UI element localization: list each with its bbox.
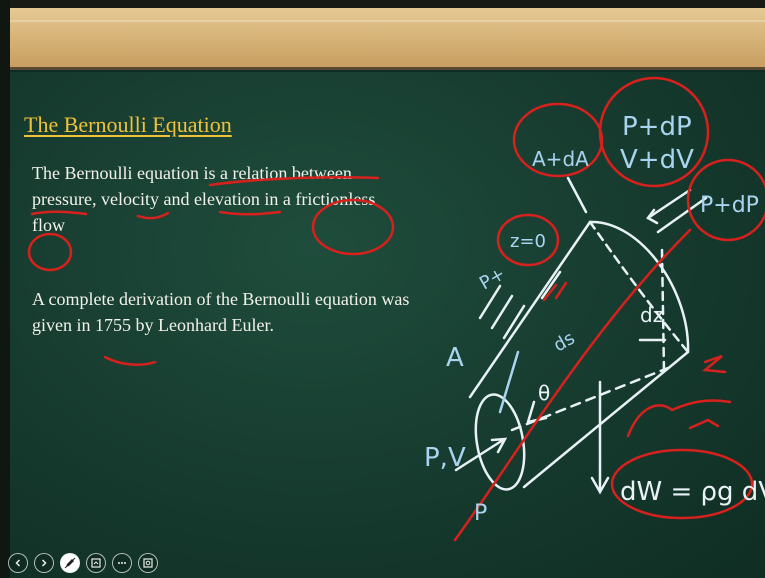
chevron-right-icon bbox=[41, 559, 47, 567]
wooden-frame bbox=[10, 8, 765, 70]
zoom-icon bbox=[143, 558, 153, 568]
next-button[interactable] bbox=[34, 553, 54, 573]
playback-controls bbox=[8, 552, 158, 574]
pen-icon bbox=[64, 557, 76, 569]
pen-tool-button[interactable] bbox=[60, 553, 80, 573]
top-bezel bbox=[0, 0, 765, 8]
previous-button[interactable] bbox=[8, 553, 28, 573]
slides-icon bbox=[91, 558, 101, 568]
zoom-button[interactable] bbox=[138, 553, 158, 573]
slide-paragraph-relation: The Bernoulli equation is a relation bet… bbox=[32, 163, 376, 235]
more-button[interactable] bbox=[112, 553, 132, 573]
slide-title: The Bernoulli Equation bbox=[24, 112, 232, 137]
ellipsis-icon bbox=[118, 562, 126, 564]
slides-button[interactable] bbox=[86, 553, 106, 573]
slide-paragraph-history: A complete derivation of the Bernoulli e… bbox=[32, 289, 410, 335]
left-bezel bbox=[0, 0, 10, 578]
chevron-left-icon bbox=[15, 559, 21, 567]
